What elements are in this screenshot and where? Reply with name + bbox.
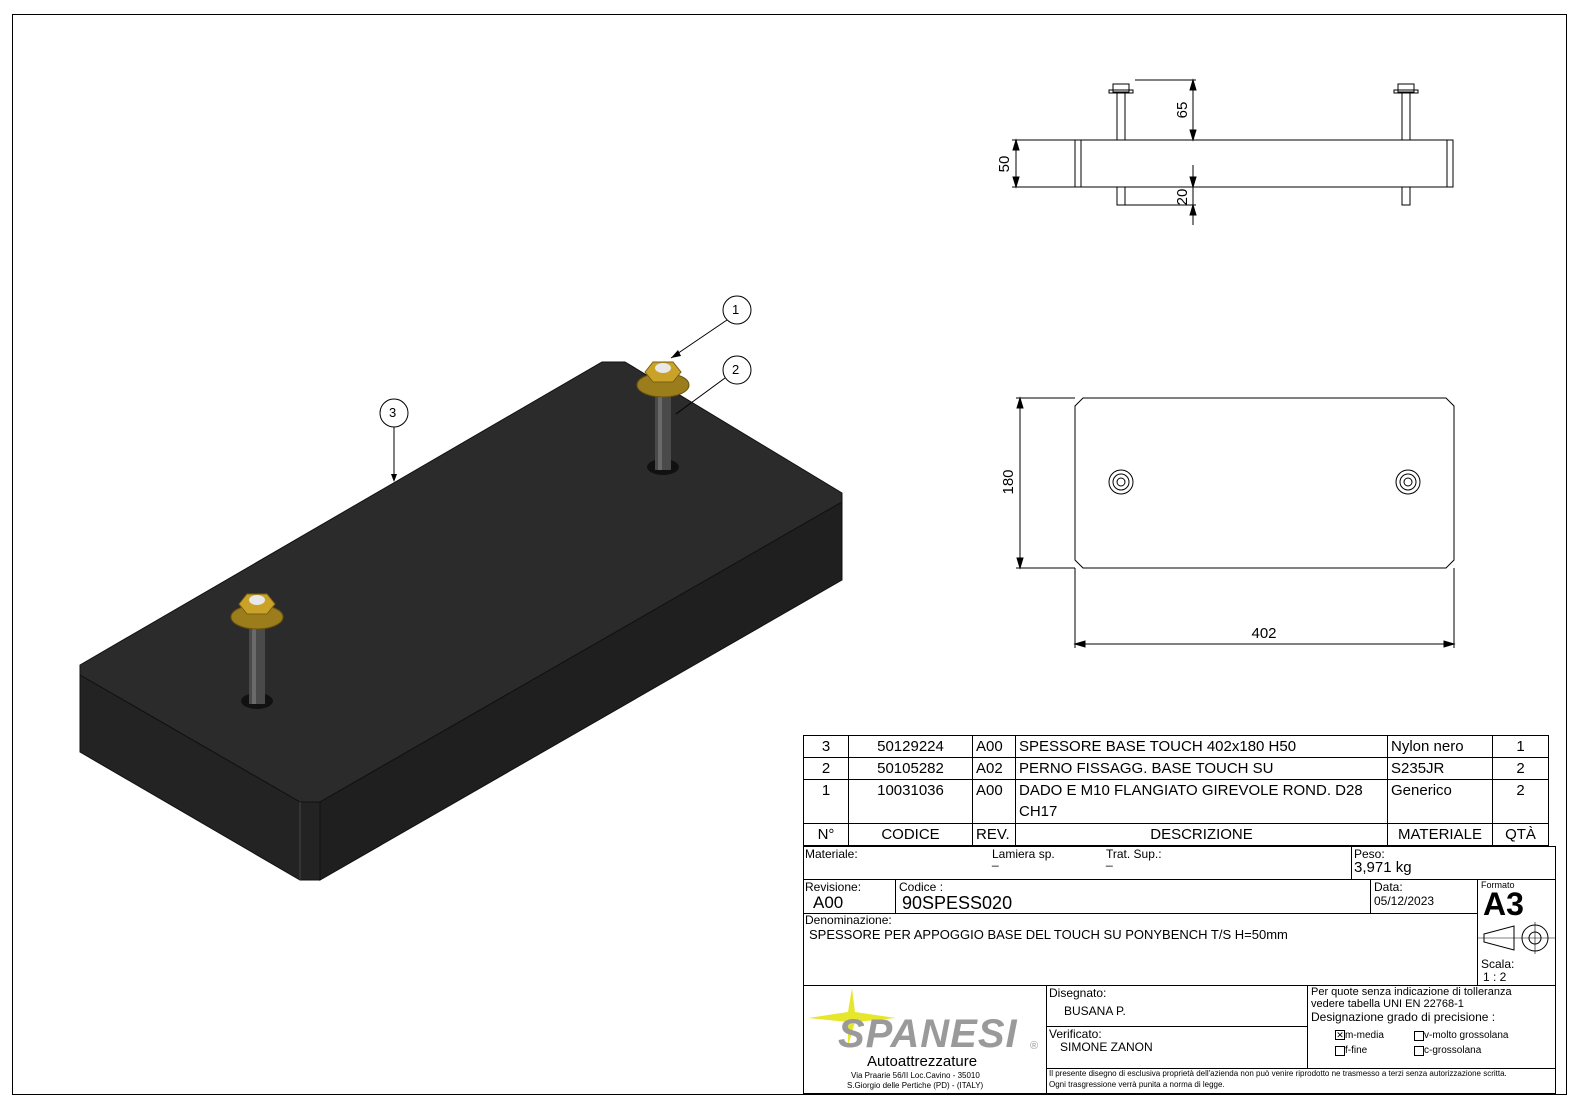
dim-65: 65 [1174,102,1191,119]
bom-qta: 2 [1492,757,1549,780]
option-f-label: f-fine [1345,1045,1368,1056]
bom-materiale: Generico [1387,779,1493,824]
bom-header: N° CODICE REV. DESCRIZIONE MATERIALE QTÀ [803,823,1549,846]
bom-descrizione-line1: DADO E M10 FLANGIATO GIREVOLE ROND. D28 [1019,782,1363,799]
data-value: 05/12/2023 [1374,894,1435,908]
checkbox-f [1335,1046,1345,1056]
company-name: SPANESI [838,1012,1018,1056]
denominazione-value: SPESSORE PER APPOGGIO BASE DEL TOUCH SU … [809,927,1288,942]
tolerance-line3: Designazione grado di precisione : [1311,1010,1496,1024]
scala-value: 1 : 2 [1483,970,1507,984]
materiale-label: Materiale: [805,847,858,861]
trat-label: Trat. Sup.: [1106,847,1162,861]
revisione-label: Revisione: [805,880,862,894]
option-m-label: m-media [1345,1030,1384,1041]
verificato-value: SIMONE ZANON [1060,1040,1153,1054]
bom-qta: 1 [1492,735,1549,758]
plan-view [1016,396,1456,648]
bom-rev: A00 [972,779,1016,824]
bom-descrizione: SPESSORE BASE TOUCH 402x180 H50 [1015,735,1388,758]
bom-materiale: S235JR [1387,757,1493,780]
bom-materiale: Nylon nero [1387,735,1493,758]
codice-cell [895,879,1371,914]
bom-row: 2 50105282 A02 PERNO FISSAGG. BASE TOUCH… [803,757,1549,780]
revisione-value: A00 [813,893,844,912]
balloon-3-label: 3 [389,405,397,420]
bom-codice: 50105282 [848,757,973,780]
bom-header-descrizione: DESCRIZIONE [1015,823,1388,846]
bom-n: 3 [803,735,849,758]
bom-rev: A02 [972,757,1016,780]
tolerance-line1: Per quote senza indicazione di tolleranz… [1311,986,1512,998]
option-v-label: v-molto grossolana [1424,1030,1509,1041]
verificato-label: Verificato: [1049,1027,1102,1041]
balloon-1-circle [722,295,752,325]
formato-value: A3 [1483,886,1524,922]
bom-codice: 50129224 [848,735,973,758]
bom-descrizione: PERNO FISSAGG. BASE TOUCH SU [1015,757,1388,780]
legal-line2: Ogni trasgressione verrà punita a norma … [1049,1080,1225,1089]
bom-codice: 10031036 [848,779,973,824]
data-label: Data: [1374,880,1403,894]
tolerance-line2: vedere tabella UNI EN 22768-1 [1311,998,1464,1010]
bolt-shank [655,395,671,470]
bom-header-rev: REV. [972,823,1016,846]
peso-value: 3,971 kg [1354,859,1412,876]
formato-label: Formato [1481,880,1515,890]
bom-header-codice: CODICE [848,823,973,846]
side-elevation-view [1012,78,1454,225]
company-address2: S.Giorgio delle Pertiche (PD) - (ITALY) [847,1081,984,1090]
dim-180: 180 [1000,469,1017,494]
codice-label: Codice : [899,880,944,894]
bom-header-n: N° [803,823,849,846]
option-c-label: c-grossolana [1424,1045,1482,1056]
balloon-2-label: 2 [732,362,740,377]
bom-header-qta: QTÀ [1492,823,1549,846]
isometric-view [79,295,843,881]
checkbox-m-checked: ✕ [1335,1030,1345,1040]
bom-descrizione-line2: CH17 [1019,803,1058,820]
bom-row: 1 10031036 A00 DADO E M10 FLANGIATO GIRE… [803,779,1549,824]
dim-20: 20 [1174,189,1191,206]
peso-label: Peso: [1354,847,1385,861]
checkbox-v [1414,1031,1424,1041]
balloon-2-circle [722,355,752,385]
projection-symbol-icon [1478,922,1556,954]
company-address1: Via Praarie 56/II Loc.Cavino - 35010 [851,1071,980,1080]
bolt-shank [249,628,265,704]
lamiera-label: Lamiera sp. [992,847,1055,861]
bill-of-materials: 3 50129224 A00 SPESSORE BASE TOUCH 402x1… [803,735,1549,846]
legal-line1: Il presente disegno di esclusiva proprie… [1049,1069,1507,1078]
lamiera-value: _ [992,853,999,867]
spanesi-star-icon [808,988,896,1046]
legal-cell [1046,1068,1556,1094]
denominazione-label: Denominazione: [805,913,892,927]
codice-value: 90SPESS020 [902,893,1013,913]
dim-402: 402 [1251,625,1276,642]
bom-n: 1 [803,779,849,824]
drawing-frame [12,14,1567,1095]
balloon-1-label: 1 [732,302,740,317]
company-subtitle: Autoattrezzature [867,1053,978,1070]
company-registered: ® [1030,1040,1039,1052]
trat-value: _ [1106,853,1113,867]
bom-n: 2 [803,757,849,780]
disegnato-label: Disegnato: [1049,986,1107,1000]
bom-row: 3 50129224 A00 SPESSORE BASE TOUCH 402x1… [803,735,1549,758]
checkbox-c [1414,1046,1424,1056]
bom-header-materiale: MATERIALE [1387,823,1493,846]
bom-rev: A00 [972,735,1016,758]
bom-qta: 2 [1492,779,1549,824]
dim-50: 50 [996,156,1013,173]
disegnato-value: BUSANA P. [1064,1004,1126,1018]
scala-label: Scala: [1481,957,1515,971]
